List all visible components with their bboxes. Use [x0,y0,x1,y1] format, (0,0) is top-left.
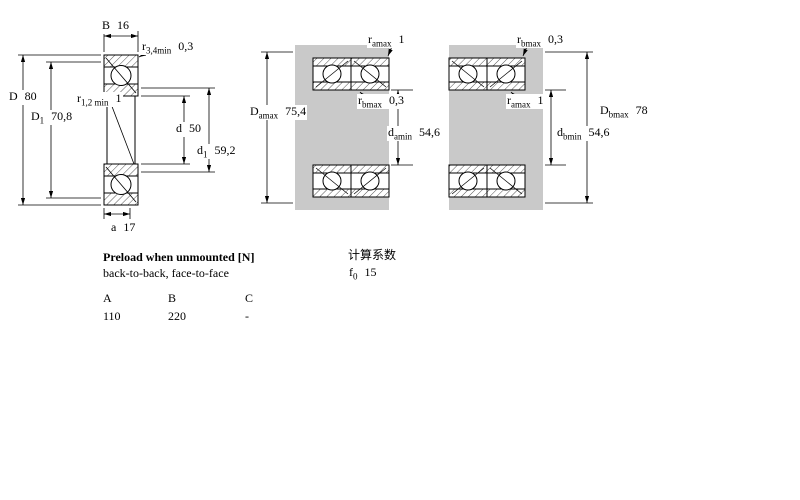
preload-col-c: C [245,291,254,305]
preload-value-a: 110 [103,309,121,323]
preload-col-b: B [168,291,177,305]
preload-value-b: 220 [168,309,186,323]
preload-subtitle: back-to-back, face-to-face [103,266,229,280]
right-dimension-lines [510,43,593,204]
preload-value-c: - [245,309,249,323]
calculation-factors-title: 计算系数 [348,248,397,262]
right-arrangement [448,43,593,210]
preload-title: Preload when unmounted [N] [103,250,255,264]
left-bearing-section [103,54,139,206]
left-dimension-lines [18,31,215,219]
preload-col-a: A [103,291,112,305]
